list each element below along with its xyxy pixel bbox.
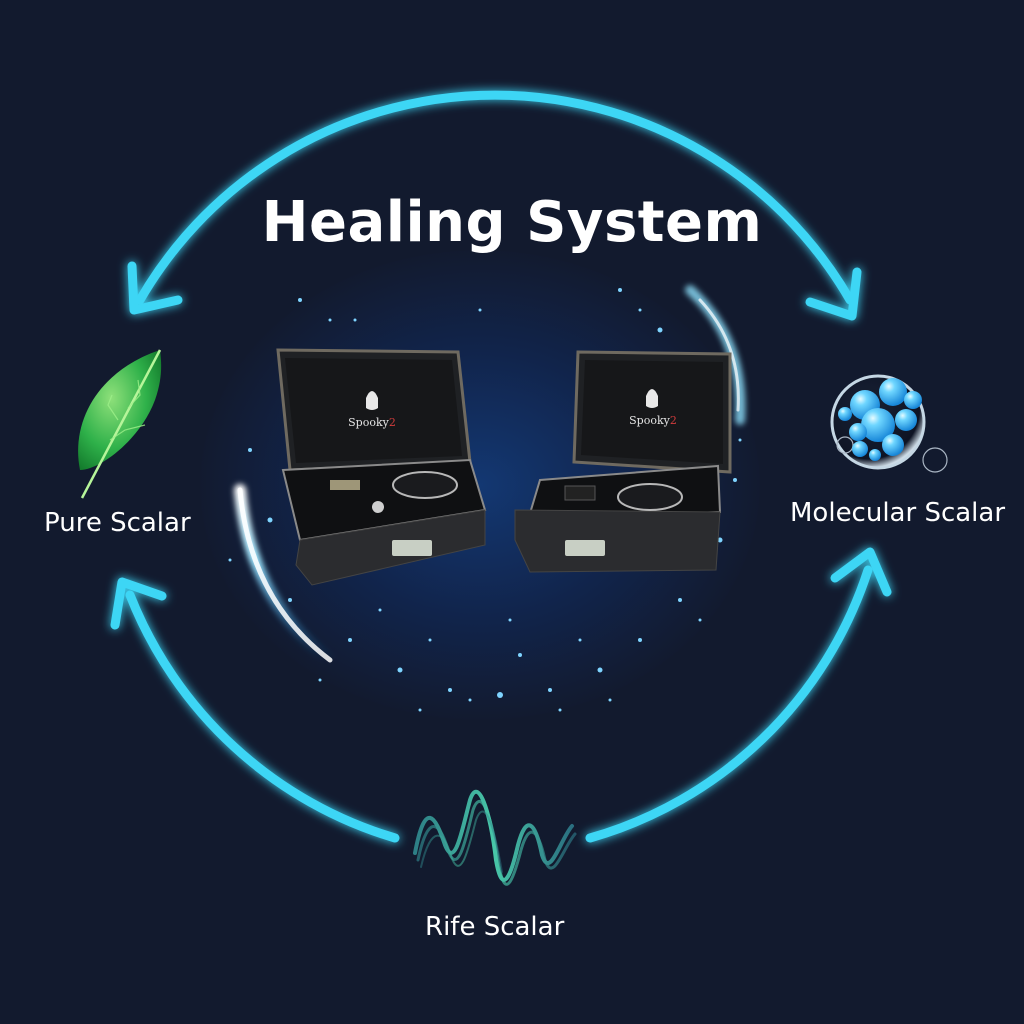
arrowhead-pure — [127, 261, 183, 315]
node-label-molecular-scalar: Molecular Scalar — [790, 498, 1006, 528]
comet-streaks — [234, 285, 746, 666]
molecule-bubbles-icon — [830, 374, 948, 473]
device-case-right: Spooky2 — [514, 350, 732, 573]
page-title: Healing System — [261, 190, 763, 255]
arrowhead-to-molecular — [830, 547, 892, 597]
device-case-left: Spooky2 — [276, 348, 487, 586]
leaf-circuit-icon — [78, 349, 162, 499]
spooky2-logo-left: Spooky2 — [348, 416, 396, 429]
node-label-rife-scalar: Rife Scalar — [425, 912, 565, 942]
bottom-left-arc — [125, 590, 400, 843]
particle-dots — [228, 288, 742, 712]
bottom-right-arc — [585, 565, 873, 843]
arrowhead-molecular — [805, 267, 862, 321]
arrowhead-to-pure — [110, 577, 167, 630]
node-label-pure-scalar: Pure Scalar — [44, 508, 191, 538]
spooky2-logo-right: Spooky2 — [629, 414, 677, 427]
cycle-arrows — [110, 90, 892, 843]
top-arc — [135, 90, 855, 305]
waveform-icon — [413, 790, 577, 886]
